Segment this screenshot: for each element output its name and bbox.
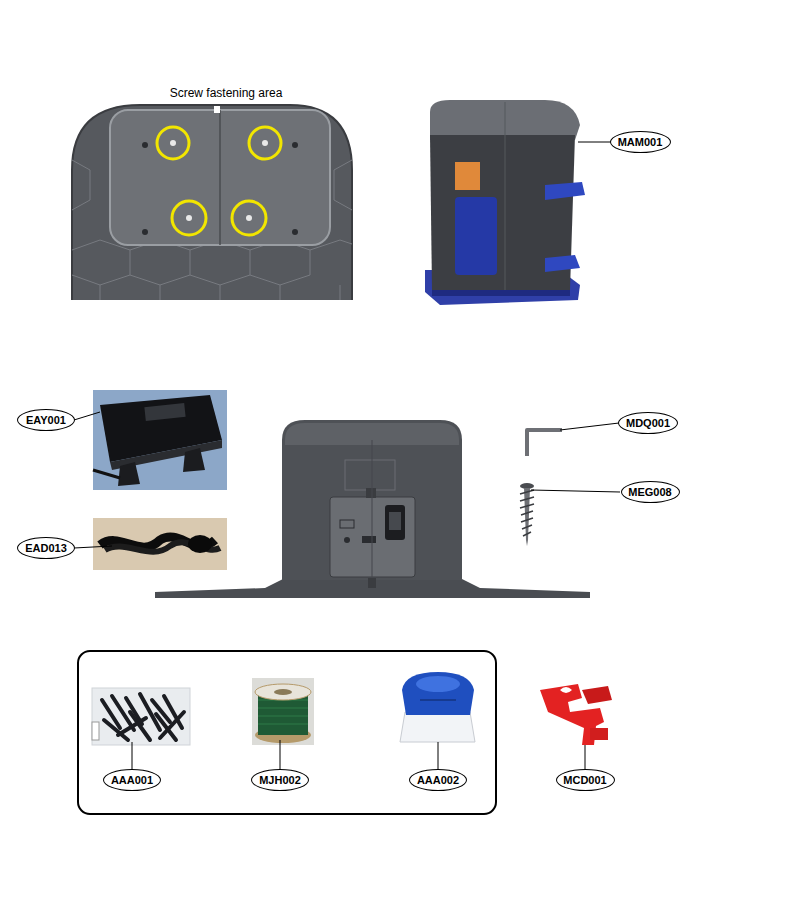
power-adapter-image (93, 390, 227, 490)
callout-oval: MJH002 (251, 769, 309, 791)
callout-oval: EAD013 (17, 537, 75, 559)
callout-oval: EAY001 (17, 409, 75, 431)
group-bracket (78, 651, 496, 814)
part-code: EAD013 (25, 542, 67, 554)
part-code: MDQ001 (626, 417, 670, 429)
cable-image (93, 518, 227, 570)
part-code: AAA001 (111, 774, 153, 786)
screw-area-image (72, 105, 352, 300)
wire-connector-image (400, 672, 475, 742)
callout-oval: MAM001 (610, 131, 671, 153)
callout-oval: AAA002 (409, 769, 467, 791)
part-code: MCD001 (563, 774, 606, 786)
part-code: MJH002 (259, 774, 301, 786)
callout-oval: AAA001 (103, 769, 161, 791)
hex-key-image (527, 430, 562, 456)
pegs-image (92, 688, 190, 745)
screw-image (520, 483, 534, 546)
charging-station-image (425, 100, 585, 305)
callout-oval: MEG008 (621, 481, 680, 503)
part-code: EAY001 (26, 414, 66, 426)
part-code: MEG008 (628, 486, 671, 498)
wire-spool-image (252, 678, 314, 745)
part-code: AAA002 (417, 774, 459, 786)
red-clamp-image (540, 684, 612, 745)
station-front-view (155, 420, 590, 598)
leader-lines (74, 142, 620, 769)
callout-oval: MDQ001 (618, 412, 678, 434)
area-label: Screw fastening area (170, 86, 283, 100)
part-code: MAM001 (618, 136, 663, 148)
callout-oval: MCD001 (556, 769, 615, 791)
